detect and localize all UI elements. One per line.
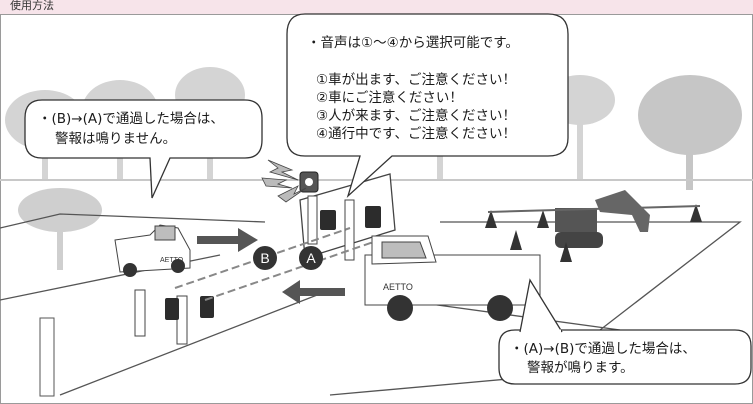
bubble-a-to-b bbox=[498, 278, 752, 385]
voice-intro: ・音声は①～④から選択可能です。 bbox=[307, 35, 519, 51]
voice-option-3: ③人が来ます、ご注意ください！ bbox=[316, 108, 517, 124]
alarm-light bbox=[299, 171, 319, 193]
a-to-b-line-1: ・(A)→(B)で通過した場合は、 bbox=[510, 341, 696, 357]
left-wall bbox=[39, 317, 55, 397]
marker-b-label: B bbox=[260, 250, 269, 266]
excavator bbox=[555, 190, 650, 248]
voice-option-4: ④通行中です、ご注意ください！ bbox=[316, 126, 517, 142]
voice-option-1: ①車が出ます、ご注意ください！ bbox=[316, 72, 517, 88]
barrier-rail bbox=[487, 205, 701, 213]
header-label: 使用方法 bbox=[10, 0, 54, 12]
small-truck-text: AETTO bbox=[160, 257, 184, 264]
voice-option-2: ②車にご注意ください！ bbox=[316, 90, 463, 106]
foreground-tree-right bbox=[638, 75, 742, 190]
marker-a-label: A bbox=[306, 250, 316, 266]
bubble-b-to-a bbox=[24, 99, 263, 199]
foreground-tree-left bbox=[18, 188, 102, 270]
big-truck: AETTO bbox=[364, 235, 541, 321]
arrow-left bbox=[282, 280, 345, 304]
a-to-b-line-2: 警報が鳴ります。 bbox=[527, 360, 634, 376]
detection-line bbox=[204, 237, 386, 301]
b-to-a-line-2: 警報は鳴りません。 bbox=[55, 131, 177, 147]
alarm-signal-icon bbox=[261, 159, 307, 203]
arrow-right bbox=[197, 228, 258, 252]
traffic-cones bbox=[485, 204, 702, 262]
marker-b: B bbox=[253, 246, 277, 270]
detection-line bbox=[174, 227, 351, 289]
sensors bbox=[165, 206, 381, 320]
small-truck: AETTO bbox=[114, 224, 191, 277]
big-truck-text: AETTO bbox=[383, 282, 413, 292]
marker-a: A bbox=[299, 246, 323, 270]
bubble-voice bbox=[286, 13, 569, 199]
b-to-a-line-1: ・(B)→(A)で通過した場合は、 bbox=[38, 111, 224, 127]
